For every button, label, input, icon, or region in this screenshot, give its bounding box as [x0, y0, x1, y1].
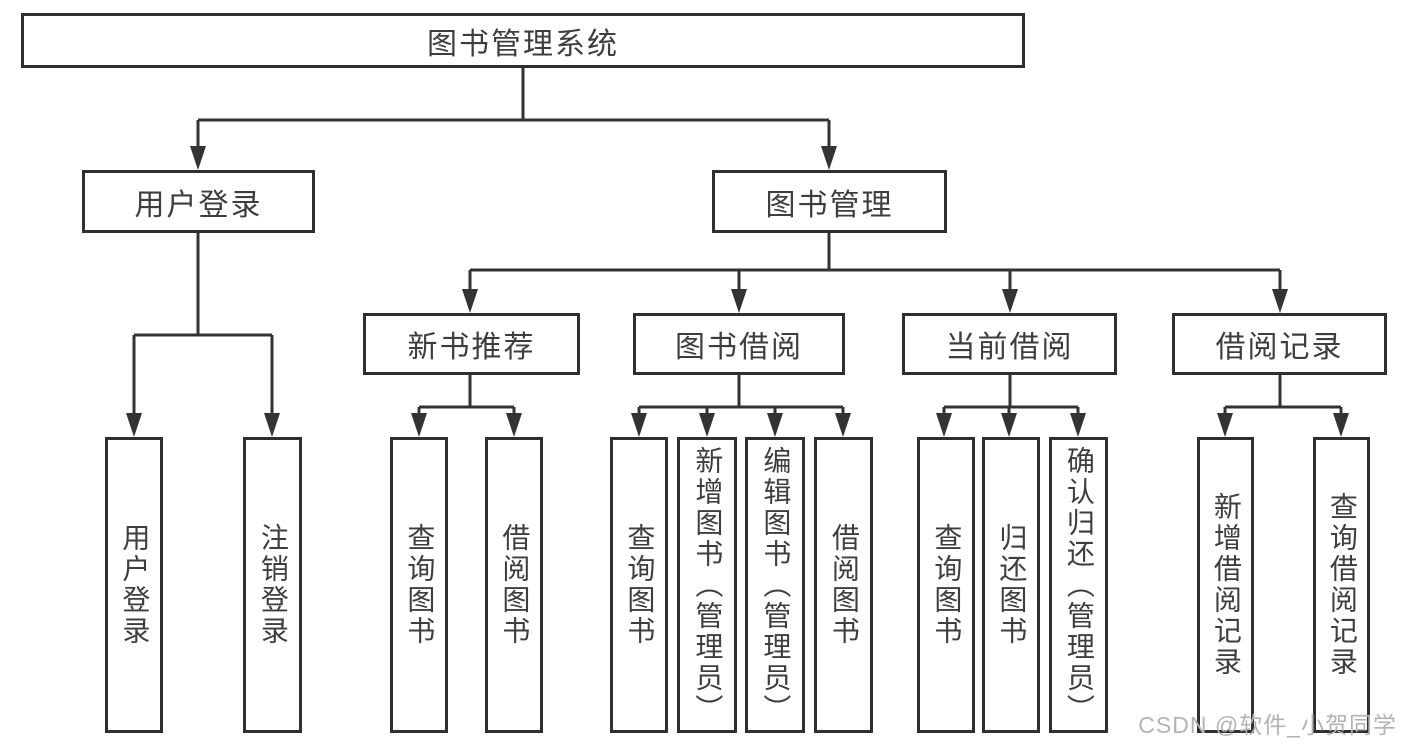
arrowhead-icon — [731, 289, 747, 313]
node-label: 借阅图书 — [828, 523, 860, 647]
connector-book-management-split — [468, 233, 1282, 293]
node-label: 查询图书 — [624, 523, 656, 647]
arrowhead-icon — [1272, 289, 1288, 313]
node-label: 归还图书 — [996, 523, 1028, 647]
node-label: 图书管理系统 — [427, 27, 619, 61]
node-label: 图书管理 — [765, 188, 894, 222]
arrowhead-icon — [1333, 413, 1349, 437]
node-label: 用户登录 — [134, 188, 263, 222]
node-query-books-borrow: 查询图书 — [610, 437, 668, 733]
arrowhead-icon — [1070, 413, 1086, 437]
connector-records-split — [1223, 375, 1343, 417]
arrowhead-icon — [126, 413, 142, 437]
node-label: 注销登录 — [257, 523, 289, 647]
node-user-login: 用户登录 — [82, 170, 315, 233]
connector-root-split — [196, 68, 831, 150]
arrowhead-icon — [1001, 413, 1017, 437]
arrowhead-icon — [631, 413, 647, 437]
node-add-books-admin: 新增图书（管理员） — [677, 437, 737, 733]
node-label: 查询图书 — [404, 523, 436, 647]
node-label: 用户登录 — [119, 523, 151, 647]
node-edit-books-admin: 编辑图书（管理员） — [745, 437, 805, 733]
arrowhead-icon — [411, 413, 427, 437]
arrowhead-icon — [835, 413, 851, 437]
arrowhead-icon — [1217, 413, 1233, 437]
arrowhead-icon — [767, 413, 783, 437]
node-label: 编辑图书（管理员） — [760, 445, 792, 725]
arrowhead-icon — [936, 413, 952, 437]
arrowheads — [126, 146, 1349, 437]
connector-user-login-split — [132, 233, 274, 417]
node-label: 新书推荐 — [407, 331, 536, 364]
node-borrow-books: 借阅图书 — [814, 437, 873, 733]
node-label: 新增借阅记录 — [1210, 492, 1242, 678]
arrowhead-icon — [462, 289, 478, 313]
arrowhead-icon — [264, 413, 280, 437]
node-book-management: 图书管理 — [712, 170, 947, 233]
node-label: 借阅记录 — [1215, 331, 1344, 364]
node-library-system: 图书管理系统 — [21, 13, 1025, 68]
node-label: 当前借阅 — [945, 331, 1074, 364]
node-label: 查询借阅记录 — [1326, 492, 1358, 678]
arrowhead-icon — [699, 413, 715, 437]
node-confirm-return-admin: 确认归还（管理员） — [1049, 437, 1108, 733]
node-query-books-current: 查询图书 — [917, 437, 975, 733]
node-query-borrow-record: 查询借阅记录 — [1313, 437, 1370, 733]
arrowhead-icon — [821, 146, 837, 170]
connector-borrow-split — [637, 375, 845, 417]
node-book-borrow: 图书借阅 — [633, 313, 845, 375]
csdn-watermark: CSDN @软件_小贺同学 — [1138, 712, 1397, 738]
node-label: 借阅图书 — [499, 523, 531, 647]
node-borrow-books-recommend: 借阅图书 — [485, 437, 543, 733]
node-label: 查询图书 — [931, 523, 963, 647]
connector-recommend-split — [417, 375, 516, 417]
node-label: 确认归还（管理员） — [1063, 445, 1095, 725]
arrowhead-icon — [1002, 289, 1018, 313]
arrowhead-icon — [506, 413, 522, 437]
arrowhead-icon — [190, 146, 206, 170]
node-label: 新增图书（管理员） — [692, 445, 724, 725]
connector-current-split — [942, 375, 1080, 417]
node-new-book-recommend: 新书推荐 — [363, 313, 580, 375]
node-current-borrow: 当前借阅 — [902, 313, 1117, 375]
node-add-borrow-record: 新增借阅记录 — [1197, 437, 1254, 733]
node-return-books: 归还图书 — [982, 437, 1040, 733]
node-query-books-recommend: 查询图书 — [390, 437, 448, 733]
node-logout-action: 注销登录 — [243, 437, 302, 733]
node-label: 图书借阅 — [675, 331, 803, 364]
node-borrow-records: 借阅记录 — [1172, 313, 1387, 375]
node-user-login-action: 用户登录 — [105, 437, 163, 733]
